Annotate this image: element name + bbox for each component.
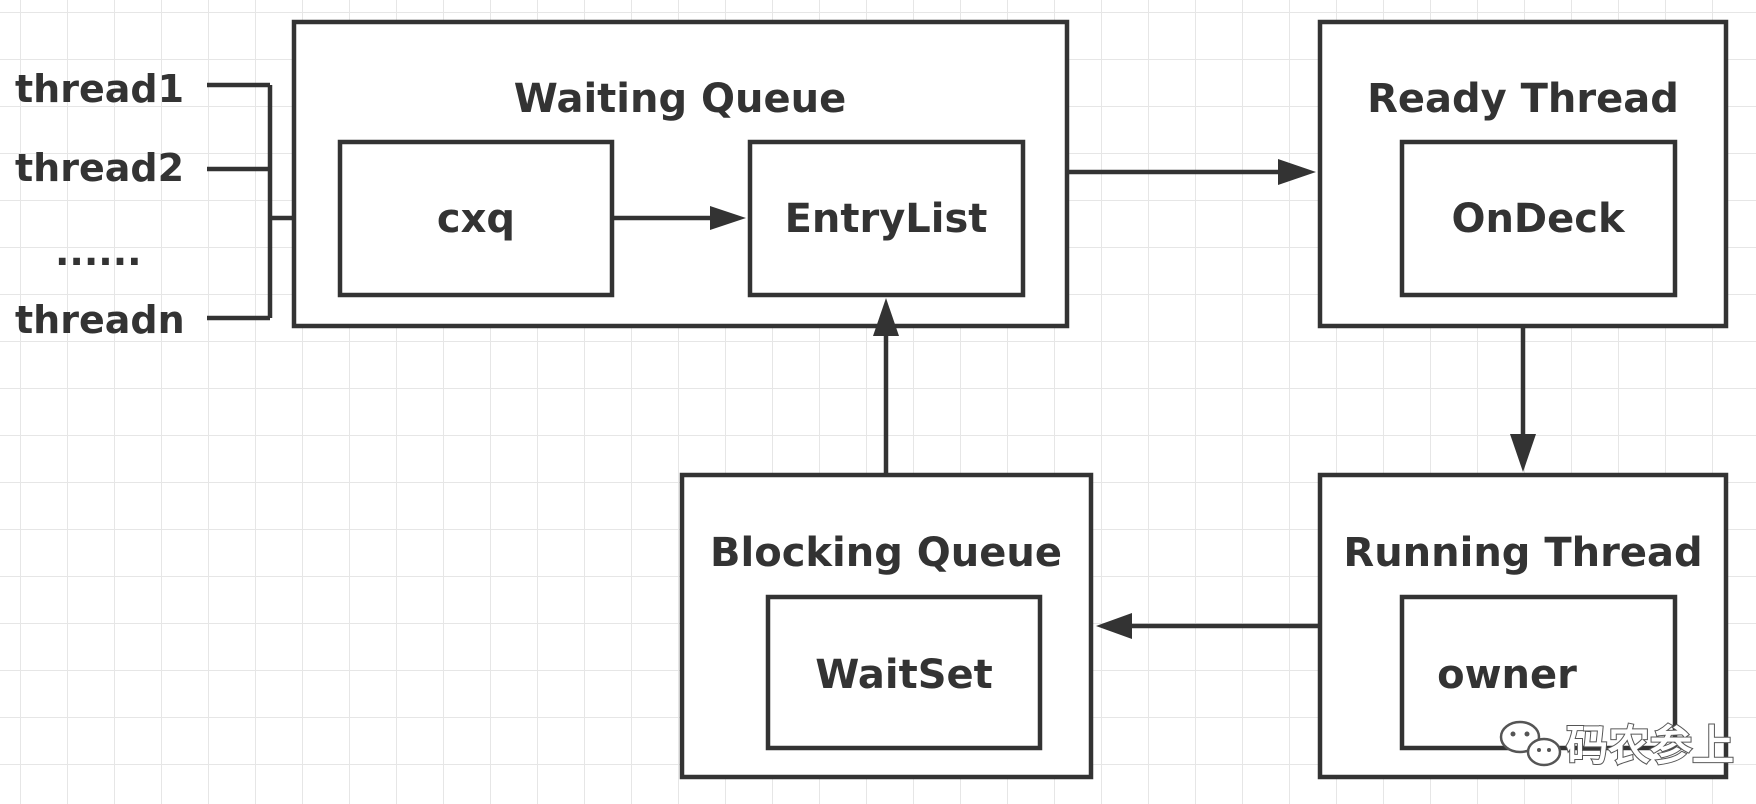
arrow-blocking-to-entrylist	[873, 298, 899, 475]
thread-label-n: threadn	[15, 298, 185, 342]
wechat-icon	[1499, 720, 1562, 767]
blocking-queue-title: Blocking Queue	[710, 530, 1062, 576]
ondeck-box	[1399, 139, 1678, 298]
entrylist-box	[747, 139, 1026, 298]
owner-box	[1399, 594, 1678, 751]
thread-label-2: thread2	[15, 146, 184, 190]
watermark-text: 码农参上	[1566, 721, 1734, 770]
thread-bracket	[207, 82, 273, 321]
owner-label: owner	[1437, 652, 1577, 698]
arrow-cxq-to-entrylist	[612, 206, 746, 230]
waitset-box	[765, 594, 1043, 751]
entrylist-label: EntryList	[785, 196, 988, 242]
arrow-running-to-blocking	[1096, 613, 1320, 639]
arrow-ready-to-running	[1510, 326, 1536, 472]
waiting-queue-title: Waiting Queue	[514, 76, 846, 122]
ondeck-label: OnDeck	[1451, 196, 1626, 242]
running-thread-title: Running Thread	[1343, 530, 1702, 576]
waitset-label: WaitSet	[815, 652, 993, 698]
arrow-waiting-to-ready	[1067, 159, 1316, 185]
watermark: 码农参上	[1499, 720, 1735, 771]
cxq-label: cxq	[437, 196, 515, 242]
thread-label-1: thread1	[15, 67, 184, 111]
ready-thread-title: Ready Thread	[1367, 76, 1679, 122]
thread-label-ellipsis: ......	[55, 230, 142, 274]
